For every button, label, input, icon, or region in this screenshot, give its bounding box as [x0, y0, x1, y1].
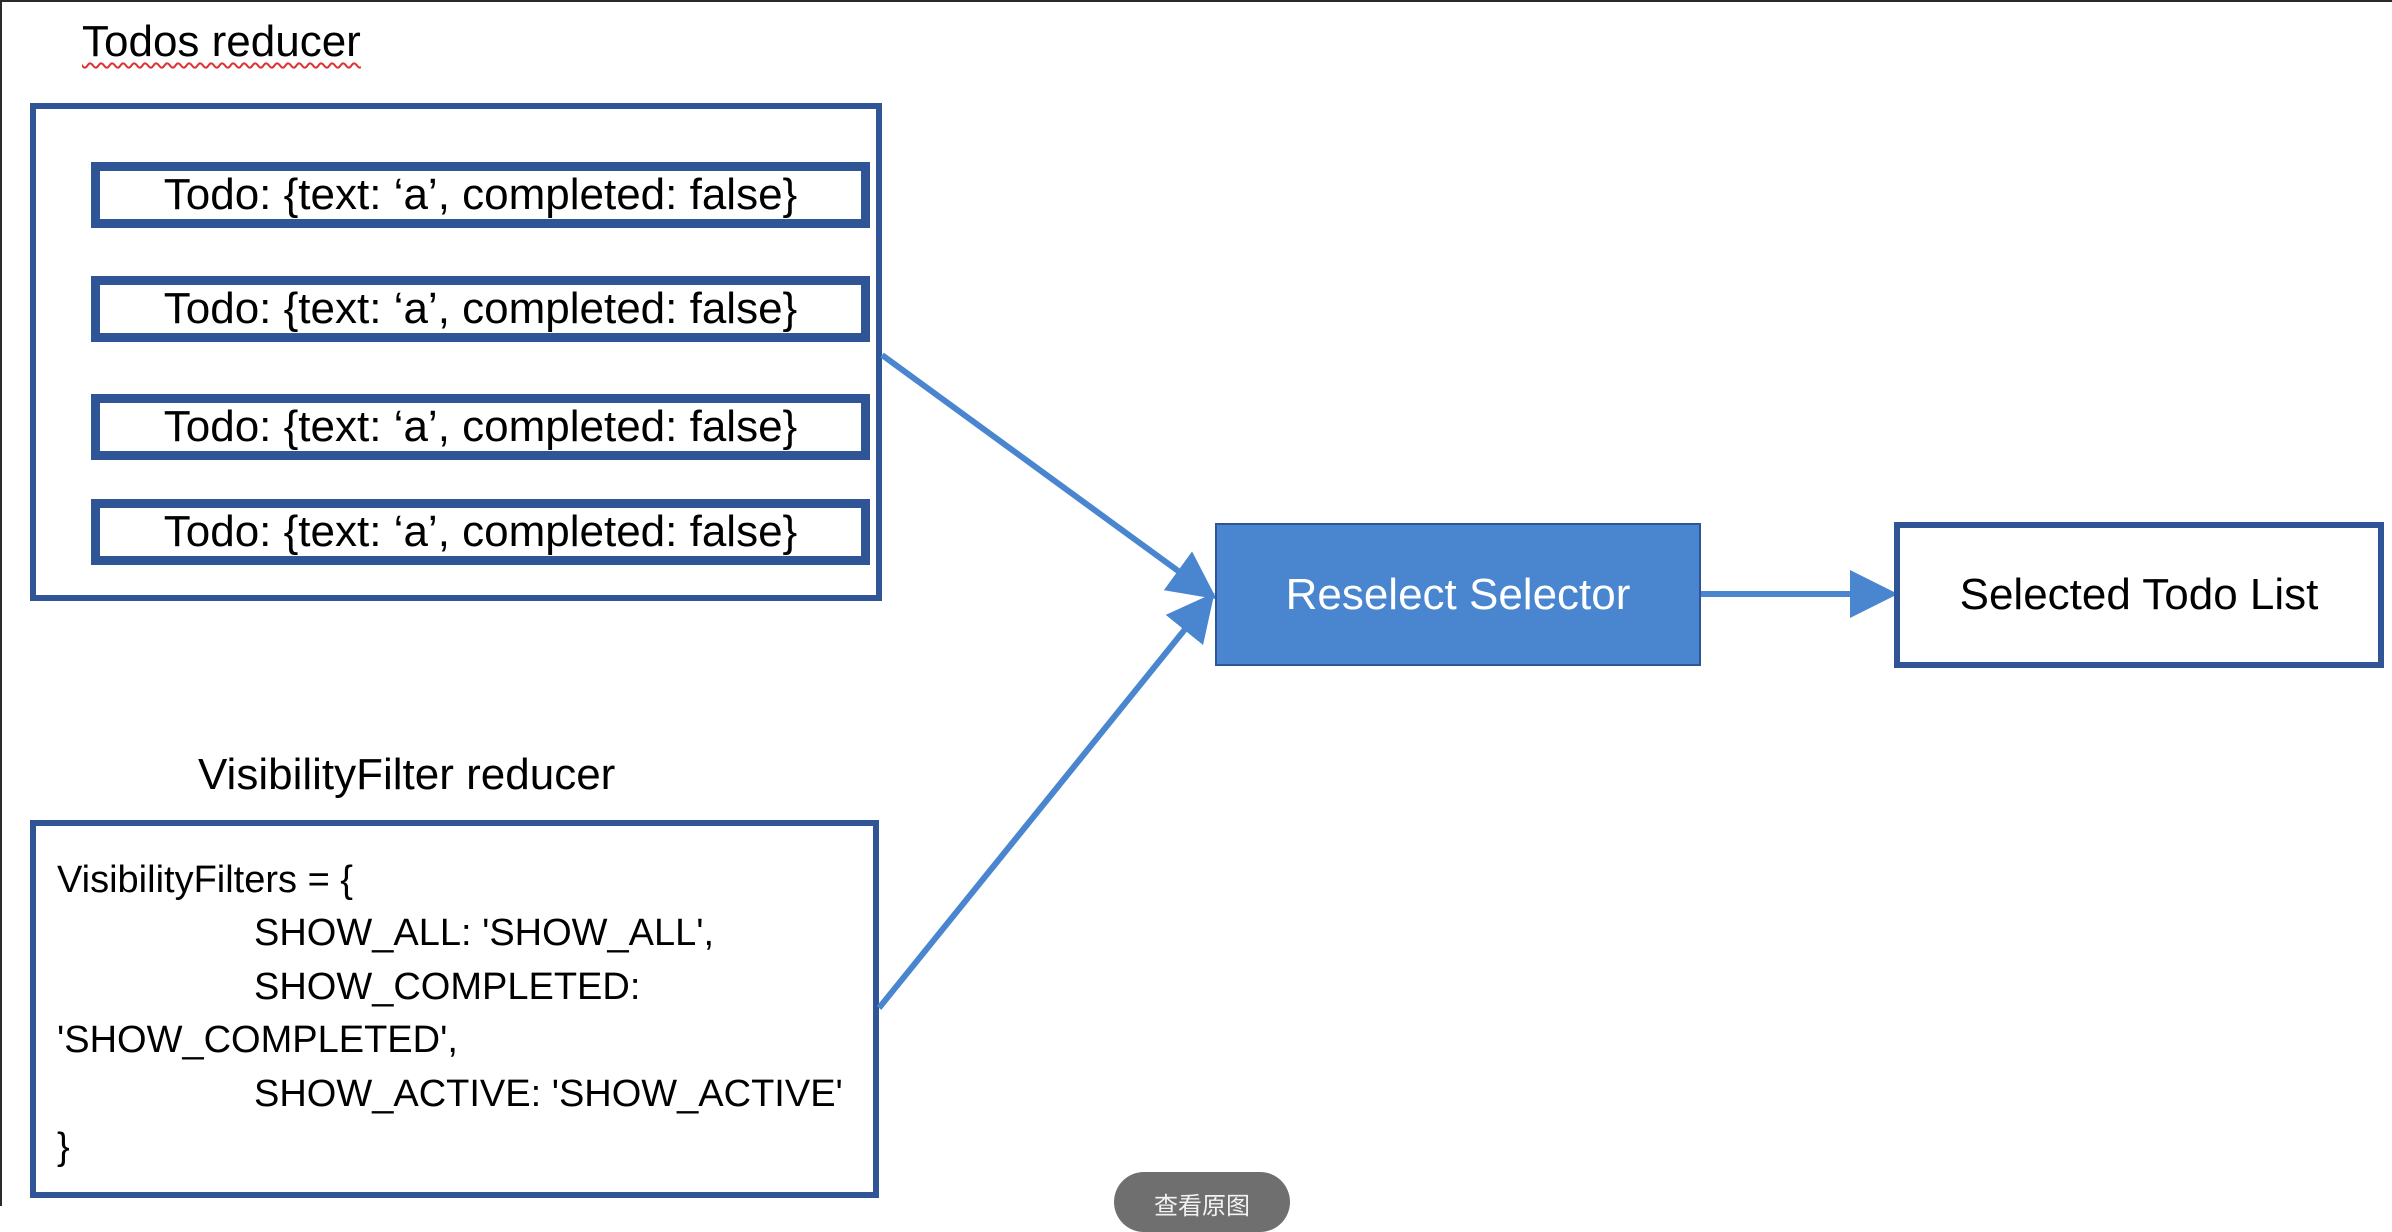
todo-item: Todo: {text: ‘a’, completed: false} [91, 276, 870, 342]
todo-item: Todo: {text: ‘a’, completed: false} [91, 499, 870, 565]
view-original-label: 查看原图 [1154, 1192, 1250, 1220]
code-line: SHOW_ACTIVE: 'SHOW_ACTIVE' [254, 1073, 843, 1115]
flow-arrows [876, 352, 1898, 1010]
todos-reducer-title: Todos reducer [82, 17, 361, 67]
selected-todo-list-label: Selected Todo List [1959, 570, 2319, 619]
selected-todo-list-box: Selected Todo List [1894, 522, 2384, 668]
view-original-button[interactable]: 查看原图 [1114, 1172, 1290, 1232]
diagram-canvas: Todos reducer Todo: {text: ‘a’, complete… [0, 0, 2392, 1206]
code-line: SHOW_ALL: 'SHOW_ALL', [254, 912, 715, 954]
code-line: SHOW_COMPLETED: [254, 966, 641, 1008]
todo-item: Todo: {text: ‘a’, completed: false} [91, 394, 870, 460]
code-line: } [57, 1126, 70, 1168]
visibility-reducer-title-text: VisibilityFilter reducer [198, 750, 616, 799]
todos-reducer-title-text: Todos reducer [82, 17, 361, 66]
visibility-reducer-panel: VisibilityFilters = { SHOW_ALL: 'SHOW_AL… [30, 820, 879, 1198]
filter-to-selector-arrow [876, 592, 1215, 1010]
reselect-selector-label: Reselect Selector [1285, 569, 1631, 619]
visibility-reducer-title: VisibilityFilter reducer [198, 750, 615, 800]
todo-item-label: Todo: {text: ‘a’, completed: false} [163, 170, 798, 219]
todo-item-label: Todo: {text: ‘a’, completed: false} [163, 402, 798, 451]
code-line: 'SHOW_COMPLETED', [57, 1019, 458, 1061]
todos-to-selector-arrow [880, 352, 1217, 600]
todo-item-label: Todo: {text: ‘a’, completed: false} [163, 507, 798, 556]
todo-item-label: Todo: {text: ‘a’, completed: false} [163, 284, 798, 333]
todo-item: Todo: {text: ‘a’, completed: false} [91, 162, 870, 228]
todos-reducer-panel: Todo: {text: ‘a’, completed: false} Todo… [30, 103, 882, 601]
code-line: VisibilityFilters = { [57, 859, 354, 901]
reselect-selector-box: Reselect Selector [1215, 523, 1701, 666]
